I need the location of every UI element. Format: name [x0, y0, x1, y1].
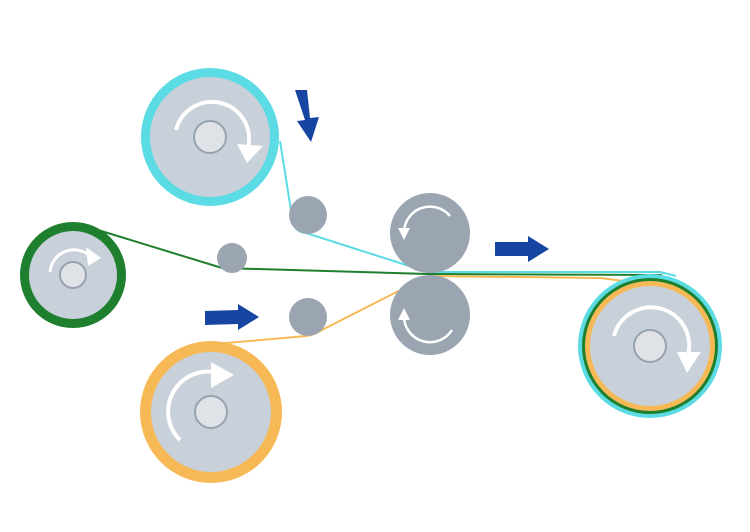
flow-direction-arrows	[205, 90, 549, 330]
clockwise-rotation-icon	[166, 369, 215, 442]
clockwise-rotation-icon	[174, 99, 252, 149]
cyan-idler-roller	[289, 196, 327, 234]
rotation-arrowhead-icon	[86, 247, 101, 266]
orange-idler-roller	[289, 298, 327, 336]
clockwise-rotation-icon	[402, 205, 451, 234]
laminated-web-orange	[427, 275, 633, 283]
rotation-arrowhead-icon	[211, 362, 234, 388]
laminated-rewind-roll	[578, 274, 722, 418]
nip-roller-pair	[390, 193, 470, 355]
rotation-arrowhead-icon	[237, 144, 263, 163]
rotation-arrowhead-icon	[677, 352, 701, 373]
cyan-unwind-roll	[141, 68, 279, 206]
clockwise-rotation-icon	[612, 305, 692, 356]
green-idler-roller	[217, 243, 247, 273]
laminated-web-cyan	[428, 271, 677, 277]
arrow-down-icon	[295, 90, 319, 142]
lower-nip-roller	[390, 275, 470, 355]
orange-unwind-roll	[140, 341, 282, 483]
arrow-right-icon	[205, 304, 259, 330]
arrow-right-icon	[495, 236, 549, 262]
rotation-arrowhead-icon	[398, 228, 410, 240]
counterclockwise-rotation-icon	[402, 314, 454, 344]
rotation-arrowhead-icon	[398, 308, 410, 320]
green-web	[97, 229, 429, 275]
upper-nip-roller	[390, 193, 470, 273]
laminated-web-green	[427, 273, 663, 276]
green-unwind-roll	[20, 222, 126, 328]
